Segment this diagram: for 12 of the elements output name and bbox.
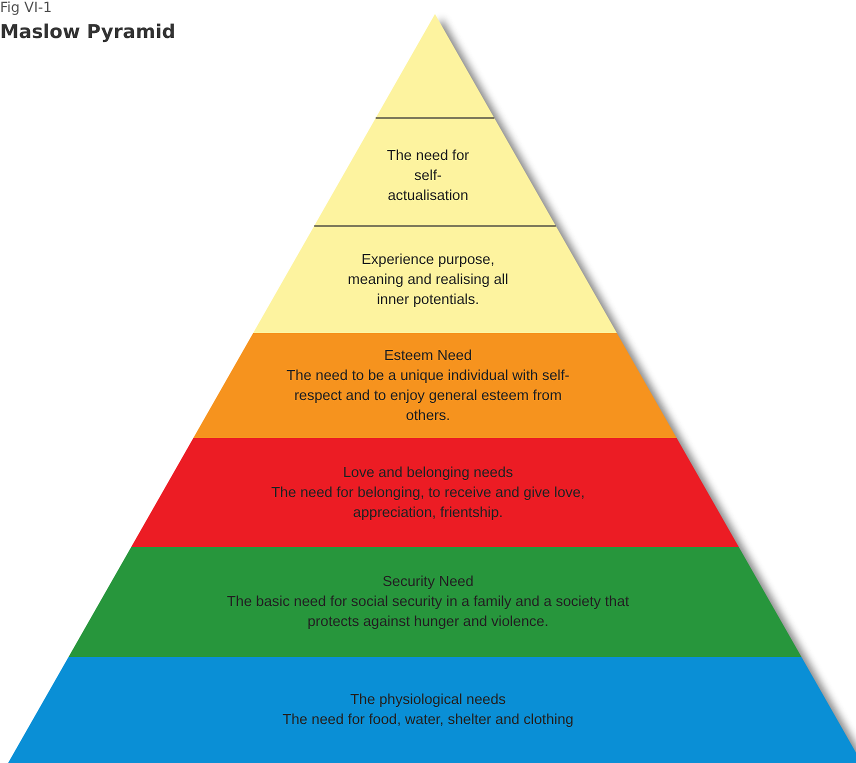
- tier-heading: Love and belonging needs: [342, 464, 514, 482]
- tier-text: Experience purpose, meaning and realising all inner potentials.: [346, 250, 510, 310]
- tier-heading: Esteem Need: [384, 346, 472, 366]
- tier-description: The need for belonging, to receive and give love, appreciation, frientship.: [270, 484, 586, 522]
- figure-title: Maslow Pyramid: [0, 21, 176, 43]
- tier-description: The need to be a unique individual with self-respect and to enjoy general esteem from others.: [286, 366, 570, 426]
- tier-heading: The physiological needs: [350, 691, 506, 710]
- tier-description: The basic need for social security in a family and a society that protects against hunger and violence.: [226, 593, 630, 632]
- tier-description: The need for food, water, shelter and clothing: [282, 711, 574, 730]
- tier-text: The need for self- actualisation: [386, 147, 470, 206]
- tier-heading: Security Need: [382, 573, 474, 592]
- figure-number: Fig VI-1: [0, 0, 52, 16]
